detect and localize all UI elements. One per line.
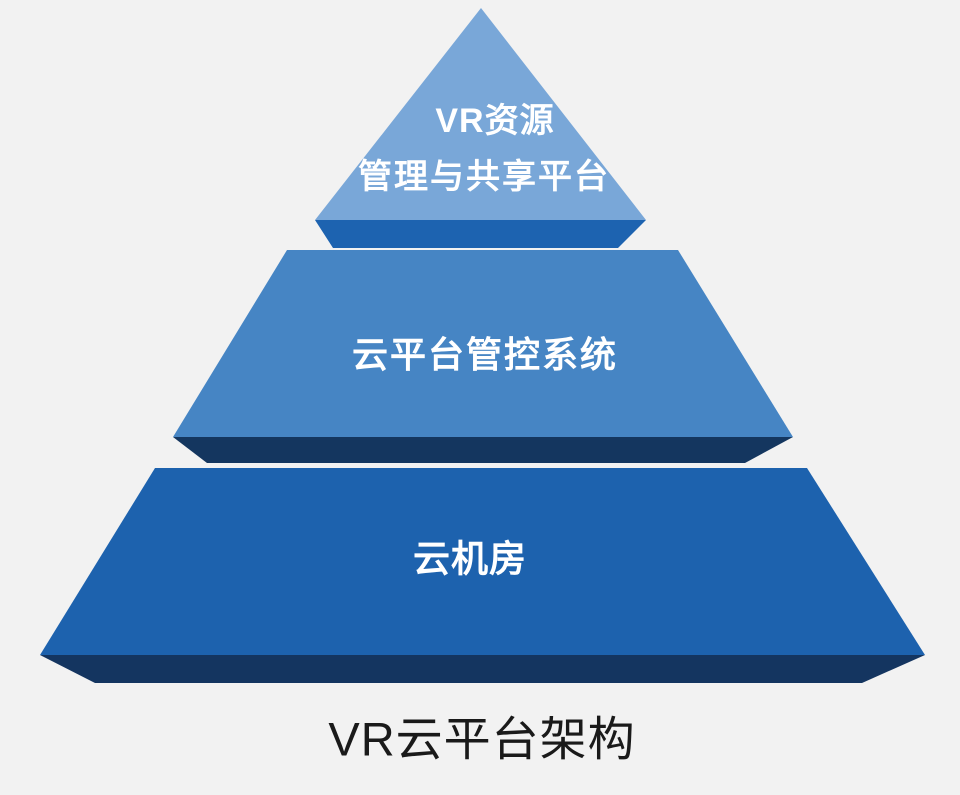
top-tier-label-line2: 管理与共享平台 [358, 158, 610, 196]
pyramid-tier-middle-face [173, 250, 793, 437]
diagram-title: VR云平台架构 [328, 712, 636, 766]
top-tier-label-line1: VR资源 [435, 102, 555, 140]
bottom-tier-label: 云机房 [413, 538, 527, 580]
pyramid-tier-bottom-face [40, 468, 925, 655]
pyramid-tier-top-bevel [315, 220, 646, 248]
middle-tier-label: 云平台管控系统 [351, 334, 619, 375]
pyramid-tier-middle-bevel [173, 437, 793, 463]
pyramid-tier-bottom-bevel [40, 655, 925, 683]
pyramid-tier-top-face [315, 8, 646, 220]
